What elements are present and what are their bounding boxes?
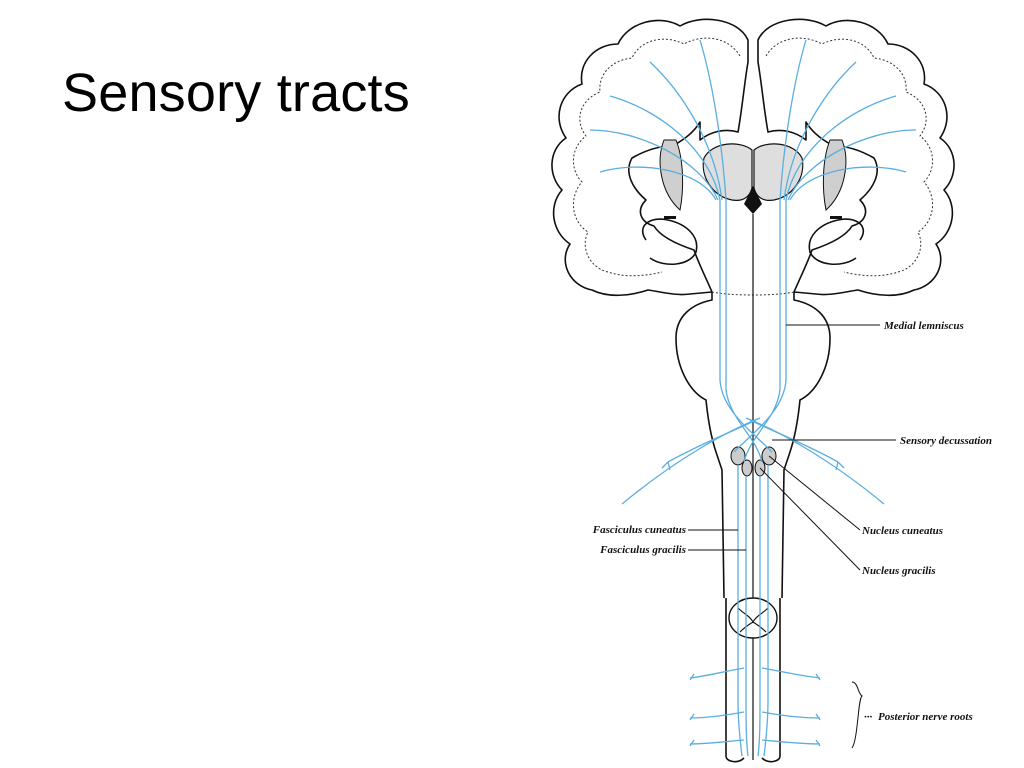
- tract-fiber: [689, 739, 745, 747]
- tract-fiber: [743, 200, 781, 463]
- tract-fiber: [835, 461, 845, 471]
- tract-fiber: [589, 129, 719, 201]
- tract-fiber: [719, 200, 773, 453]
- left-mark: [664, 216, 676, 219]
- tract-fiber: [763, 466, 769, 757]
- label-medial-lemniscus: Medial lemniscus: [883, 320, 964, 332]
- leader-line: [759, 467, 861, 571]
- tract-fiber: [737, 466, 743, 757]
- tract-fibers: [589, 39, 917, 757]
- tract-fiber: [761, 739, 821, 747]
- leader-lines: [688, 324, 896, 749]
- tract-fiber: [609, 95, 721, 201]
- right-temporal-curl: [808, 218, 865, 265]
- label-posterior-nerve-roots: Posterior nerve roots: [878, 711, 973, 723]
- tract-fiber: [757, 476, 761, 757]
- tract-fiber: [689, 711, 745, 721]
- nucleus-cuneatus-left: [730, 446, 746, 466]
- tract-fiber: [783, 61, 857, 201]
- tract-fiber: [733, 200, 787, 453]
- label-nucleus-gracilis: Nucleus gracilis: [861, 565, 936, 577]
- left-hemisphere: [551, 18, 749, 297]
- spinal-cross-section: [728, 597, 778, 639]
- label-roots-dots: ···: [864, 711, 873, 723]
- right-hemisphere: [757, 18, 955, 297]
- spinal-cord-outline: [725, 598, 781, 763]
- tract-fiber: [761, 711, 821, 721]
- right-cortex-inner: [765, 37, 934, 277]
- tract-fiber: [745, 476, 749, 757]
- tract-fiber: [661, 461, 671, 471]
- tract-fiber: [749, 419, 839, 463]
- left-temporal-curl: [641, 218, 698, 265]
- tract-fiber: [649, 61, 723, 201]
- brainstem: [675, 214, 831, 763]
- tract-fiber: [599, 166, 717, 201]
- cerebrum: [551, 18, 955, 297]
- leader-line: [851, 681, 864, 749]
- tract-fiber: [761, 667, 821, 681]
- third-ventricle: [744, 186, 762, 214]
- tract-fiber: [789, 166, 907, 201]
- label-fasciculus-cuneatus: Fasciculus cuneatus: [592, 524, 686, 536]
- pons-outline: [675, 292, 831, 599]
- tract-fiber: [725, 200, 763, 463]
- left-cortex-inner: [572, 37, 741, 277]
- tract-fiber: [787, 129, 917, 201]
- label-nucleus-cuneatus: Nucleus cuneatus: [861, 525, 943, 537]
- tract-fiber: [779, 39, 807, 201]
- tract-fiber: [699, 39, 727, 201]
- right-mark: [830, 216, 842, 219]
- tract-fiber: [689, 667, 745, 681]
- left-lentiform: [659, 139, 684, 211]
- right-lentiform: [822, 139, 847, 211]
- label-sensory-decussation: Sensory decussation: [900, 435, 992, 447]
- label-fasciculus-gracilis: Fasciculus gracilis: [599, 544, 686, 556]
- tract-fiber: [785, 95, 897, 201]
- leader-line: [768, 455, 861, 531]
- slide-title: Sensory tracts: [62, 63, 410, 123]
- grey-matter: [737, 607, 769, 633]
- nucleus-gracilis-left: [741, 459, 753, 477]
- tract-fiber: [667, 419, 757, 463]
